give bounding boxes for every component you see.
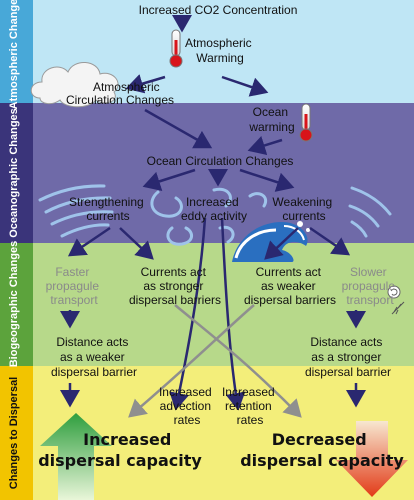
node-stronger-barriers: Currents act as stronger dispersal barri… — [129, 265, 221, 307]
node-faster-transport: Faster propagule transport — [46, 265, 103, 307]
shell-icon — [387, 285, 401, 299]
thermometer-icon — [299, 103, 313, 142]
band-label-oceanographic: Oceanographic Changes — [8, 108, 20, 238]
seaweed-icon — [391, 301, 405, 315]
result-decreased-capacity: Decreased dispersal capacity — [240, 430, 404, 470]
node-distance-weaker: Distance acts as a weaker dispersal barr… — [51, 335, 137, 379]
increase-arrow — [40, 413, 112, 500]
result-increased-capacity: Increased dispersal capacity — [38, 430, 202, 470]
band-label-dispersal: Changes to Dispersal — [8, 377, 20, 489]
node-slower-transport: Slower propagule transport — [342, 265, 399, 307]
band-biogeographic — [0, 243, 414, 366]
current-swirl-icon — [348, 186, 392, 238]
node-atmospheric-circulation: Atmospheric Circulation Changes — [66, 80, 174, 107]
node-retention-rates: Increased retention rates — [222, 385, 278, 427]
flow-arrows — [60, 15, 366, 411]
node-weakening-currents: Weakening currents — [272, 195, 335, 223]
node-atmospheric-warming: Atmospheric Warming — [185, 36, 255, 65]
band-label-atmospheric: Atmospheric Changes — [8, 0, 20, 109]
tab-dispersal — [0, 366, 33, 500]
node-advection-rates: Increased advection rates — [159, 385, 215, 427]
current-swirl-icon — [38, 184, 114, 238]
thermometer-icon — [169, 29, 183, 68]
node-weaker-barriers: Currents act as weaker dispersal barrier… — [244, 265, 336, 307]
node-eddy-activity: Increased eddy activity — [181, 195, 247, 223]
node-ocean-warming: Ocean warming — [248, 105, 294, 134]
node-ocean-circulation: Ocean Circulation Changes — [147, 154, 294, 168]
tab-biogeographic — [0, 243, 33, 366]
decrease-arrow — [336, 421, 408, 497]
node-co2: Increased CO2 Concentration — [139, 3, 298, 17]
node-strengthening-currents: Strengthening currents — [69, 195, 147, 223]
grey-flow-arrows — [128, 304, 302, 418]
band-label-biogeographic: Biogeographic Changes — [8, 241, 20, 368]
node-distance-stronger: Distance acts as a stronger dispersal ba… — [305, 335, 391, 379]
band-oceanographic — [0, 103, 414, 243]
tab-atmospheric — [0, 0, 33, 103]
cloud-icon — [30, 62, 119, 108]
tab-oceanographic — [0, 103, 33, 243]
eddy-icon — [150, 187, 267, 246]
